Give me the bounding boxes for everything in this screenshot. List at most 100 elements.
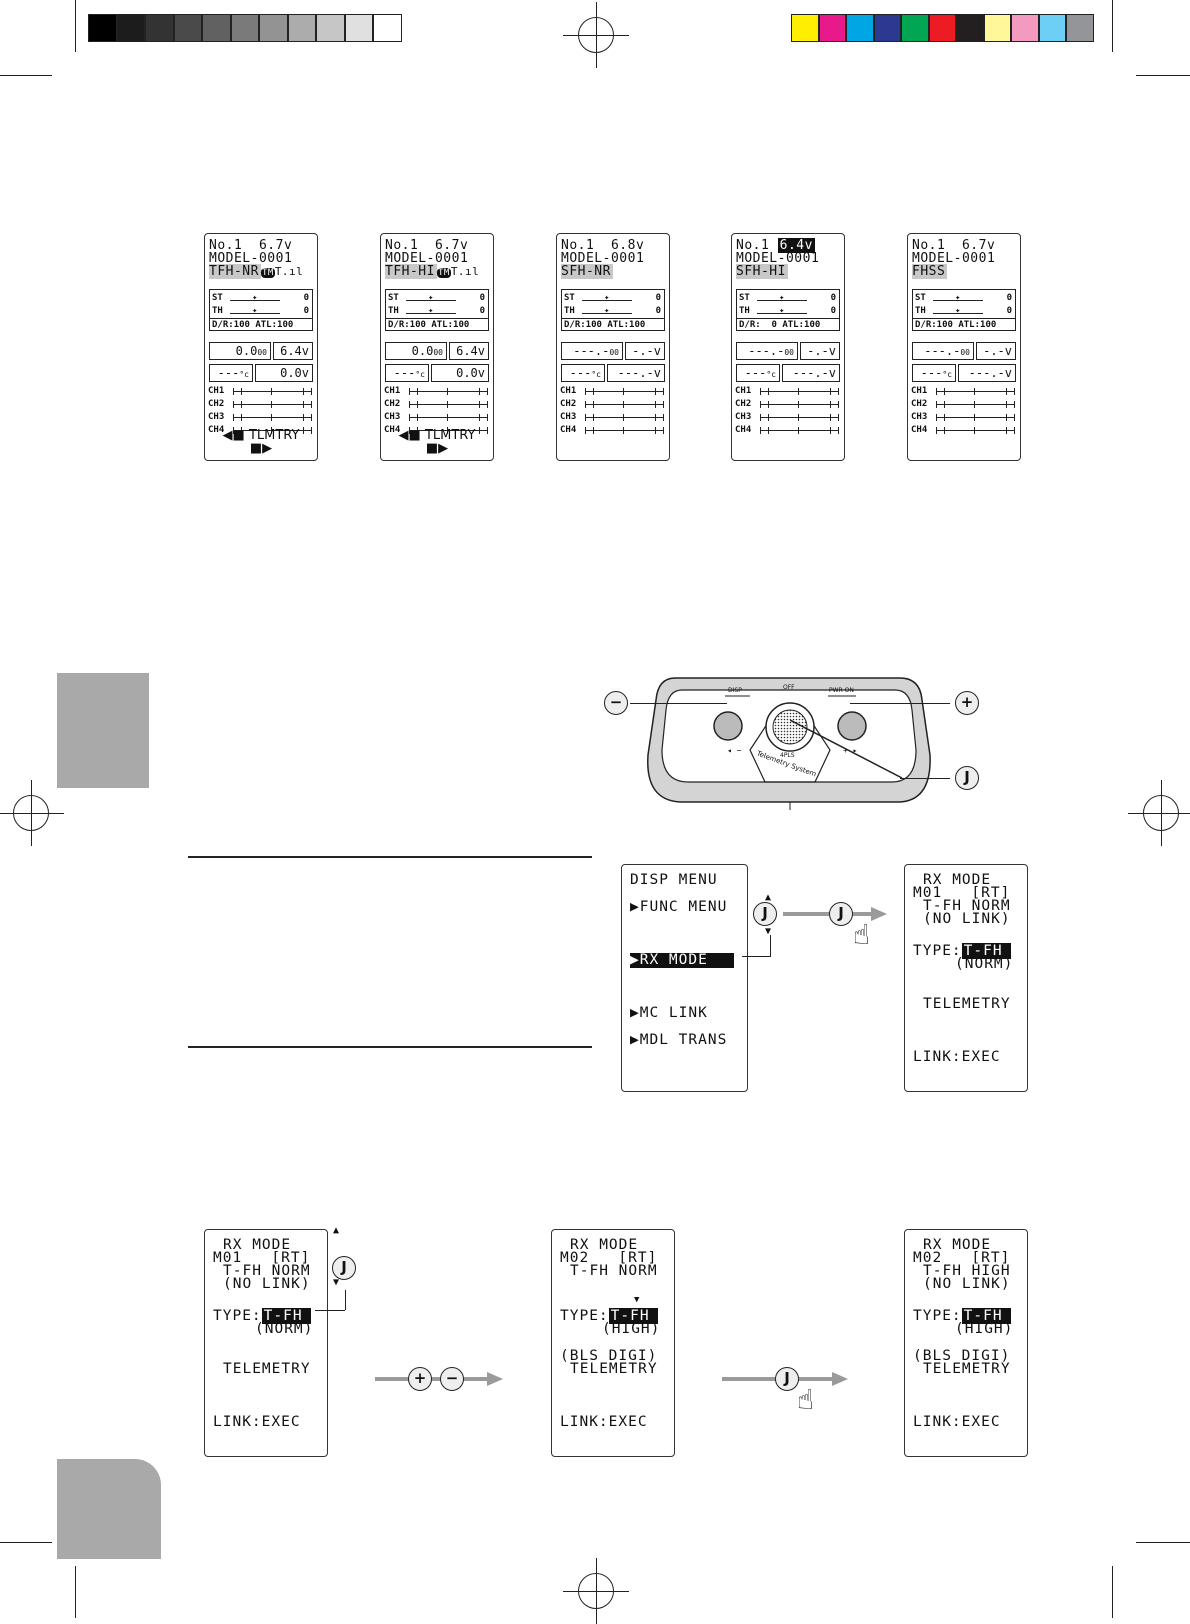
type-sub: (HIGH) — [955, 1321, 1014, 1337]
jog-key-icon[interactable]: J — [955, 766, 979, 790]
minus-key-icon[interactable]: − — [604, 691, 628, 715]
telemetry-item[interactable]: TELEMETRY — [223, 1361, 311, 1377]
type-value[interactable]: T-FH — [608, 1308, 658, 1324]
throttle-label: TH — [564, 306, 575, 316]
gray-swatch — [88, 14, 117, 42]
up-arrow-icon: ▲ — [765, 892, 772, 903]
connector-line — [315, 1310, 345, 1311]
channel-tick — [447, 414, 448, 421]
mode-text: SFH-NR — [561, 264, 613, 279]
type-sub: (NORM) — [955, 956, 1014, 972]
minus-key-icon[interactable]: − — [440, 1367, 464, 1391]
telemetry-item[interactable]: TELEMETRY — [923, 1361, 1011, 1377]
channel-tick — [409, 388, 410, 395]
link-exec[interactable]: LINK:EXEC — [560, 1414, 648, 1430]
channel-tick — [303, 427, 304, 434]
rpm-unit: 00 — [609, 348, 619, 357]
link-exec[interactable]: LINK:EXEC — [913, 1414, 1001, 1430]
color-swatch — [873, 14, 901, 42]
jog-key-icon[interactable]: J — [829, 902, 853, 926]
model-name: MODEL-0001 — [561, 251, 645, 266]
channel-label: CH1 — [384, 386, 401, 396]
servo-type: (BLS DIGI) — [913, 1348, 1011, 1364]
prev-arrow-icon[interactable]: ◀■ — [398, 428, 425, 443]
temperature-value: --- — [217, 366, 240, 380]
link-exec[interactable]: LINK:EXEC — [913, 1049, 1001, 1065]
gray-swatch — [145, 14, 174, 42]
menu-item-mc-link[interactable]: ▶MC LINK — [630, 1005, 708, 1021]
voltage-value-box: -.-v — [800, 342, 840, 360]
menu-item-rx-mode[interactable]: ▶RX MODE — [630, 953, 734, 968]
header-text: No.1 — [736, 238, 778, 253]
next-arrow-icon[interactable]: ■▶ — [425, 441, 449, 456]
rpm-unit: 00 — [784, 348, 794, 357]
type-label: TYPE: — [913, 943, 962, 959]
rpm-value-box: ---.-00 — [561, 342, 623, 360]
model-slot: M01 [RT] — [213, 1250, 311, 1266]
rx-mode-label: SFH-HI — [736, 264, 788, 279]
temperature-unit: °c — [591, 370, 601, 379]
left-arrow-icon: ◂ − — [727, 746, 742, 755]
voltage-value-box: 6.4v — [273, 342, 313, 360]
menu-item-mdl-trans[interactable]: ▶MDL TRANS — [630, 1032, 728, 1048]
prev-arrow-icon[interactable]: ◀■ — [222, 428, 249, 443]
channel-bar — [760, 391, 838, 392]
throttle-trim-bar — [582, 313, 632, 314]
jog-key-icon[interactable]: J — [332, 1256, 356, 1280]
dual-rate-text: D/R:100 ATL:100 — [562, 318, 664, 331]
plus-key-icon[interactable]: + — [955, 691, 979, 715]
channel-tick — [830, 414, 831, 421]
type-value[interactable]: T-FH — [261, 1308, 311, 1324]
color-swatch — [956, 14, 984, 42]
trim-pointer-icon: ✦ — [428, 293, 434, 303]
callout-line-diagonal — [790, 720, 903, 779]
registration-mark — [0, 780, 64, 846]
channel-tick — [655, 427, 656, 434]
model-name: MODEL-0001 — [736, 251, 820, 266]
rpm-value-box: 0.000 — [385, 342, 447, 360]
brand-label: 4PLS — [780, 752, 795, 759]
channel-tick — [487, 414, 488, 421]
channel-tick — [768, 388, 769, 395]
temperature-unit: °c — [415, 370, 425, 379]
color-swatch — [928, 14, 956, 42]
model-name: MODEL-0001 — [912, 251, 996, 266]
telemetry-item[interactable]: TELEMETRY — [923, 996, 1011, 1012]
temperature-value-box: ---°c — [561, 364, 605, 382]
channel-tick — [760, 414, 761, 421]
throttle-trim-value: 0 — [1006, 306, 1012, 316]
mode-text: FHSS — [912, 264, 948, 279]
flow-arrow-head — [487, 1372, 503, 1386]
telemetry-item[interactable]: TELEMETRY — [570, 1361, 658, 1377]
gray-swatch — [230, 14, 259, 42]
voltage-value-box: -.-v — [976, 342, 1016, 360]
type-value[interactable]: T-FH — [961, 1308, 1011, 1324]
trim-pointer-icon: ✦ — [779, 293, 785, 303]
throttle-trim-value: 0 — [655, 306, 661, 316]
channel-tick — [311, 388, 312, 395]
rpm-unit: 00 — [960, 348, 970, 357]
channel-tick — [271, 401, 272, 408]
down-arrow-icon: ▼ — [333, 1277, 340, 1288]
link-exec[interactable]: LINK:EXEC — [213, 1414, 301, 1430]
plus-key-icon[interactable]: + — [408, 1367, 432, 1391]
throttle-trim-bar — [933, 313, 983, 314]
trim-pointer-icon: ✦ — [955, 293, 961, 303]
gray-swatch — [116, 14, 145, 42]
steering-trim-value: 0 — [303, 293, 309, 303]
dual-rate-text: D/R:100 ATL:100 — [913, 318, 1015, 331]
channel-tick — [838, 427, 839, 434]
channel-tick — [417, 427, 418, 434]
gray-swatch — [344, 14, 373, 42]
color-swatch — [901, 14, 929, 42]
type-value[interactable]: T-FH — [961, 943, 1011, 959]
registration-mark — [563, 1558, 629, 1624]
next-arrow-icon[interactable]: ■▶ — [249, 441, 273, 456]
jog-key-icon[interactable]: J — [753, 902, 777, 926]
channel-tick — [663, 388, 664, 395]
menu-item-func[interactable]: ▶FUNC MENU — [630, 899, 728, 915]
telemetry-footer: ◀■ TLMTRY ■▶ — [211, 429, 311, 455]
jog-key-icon[interactable]: J — [775, 1367, 799, 1391]
